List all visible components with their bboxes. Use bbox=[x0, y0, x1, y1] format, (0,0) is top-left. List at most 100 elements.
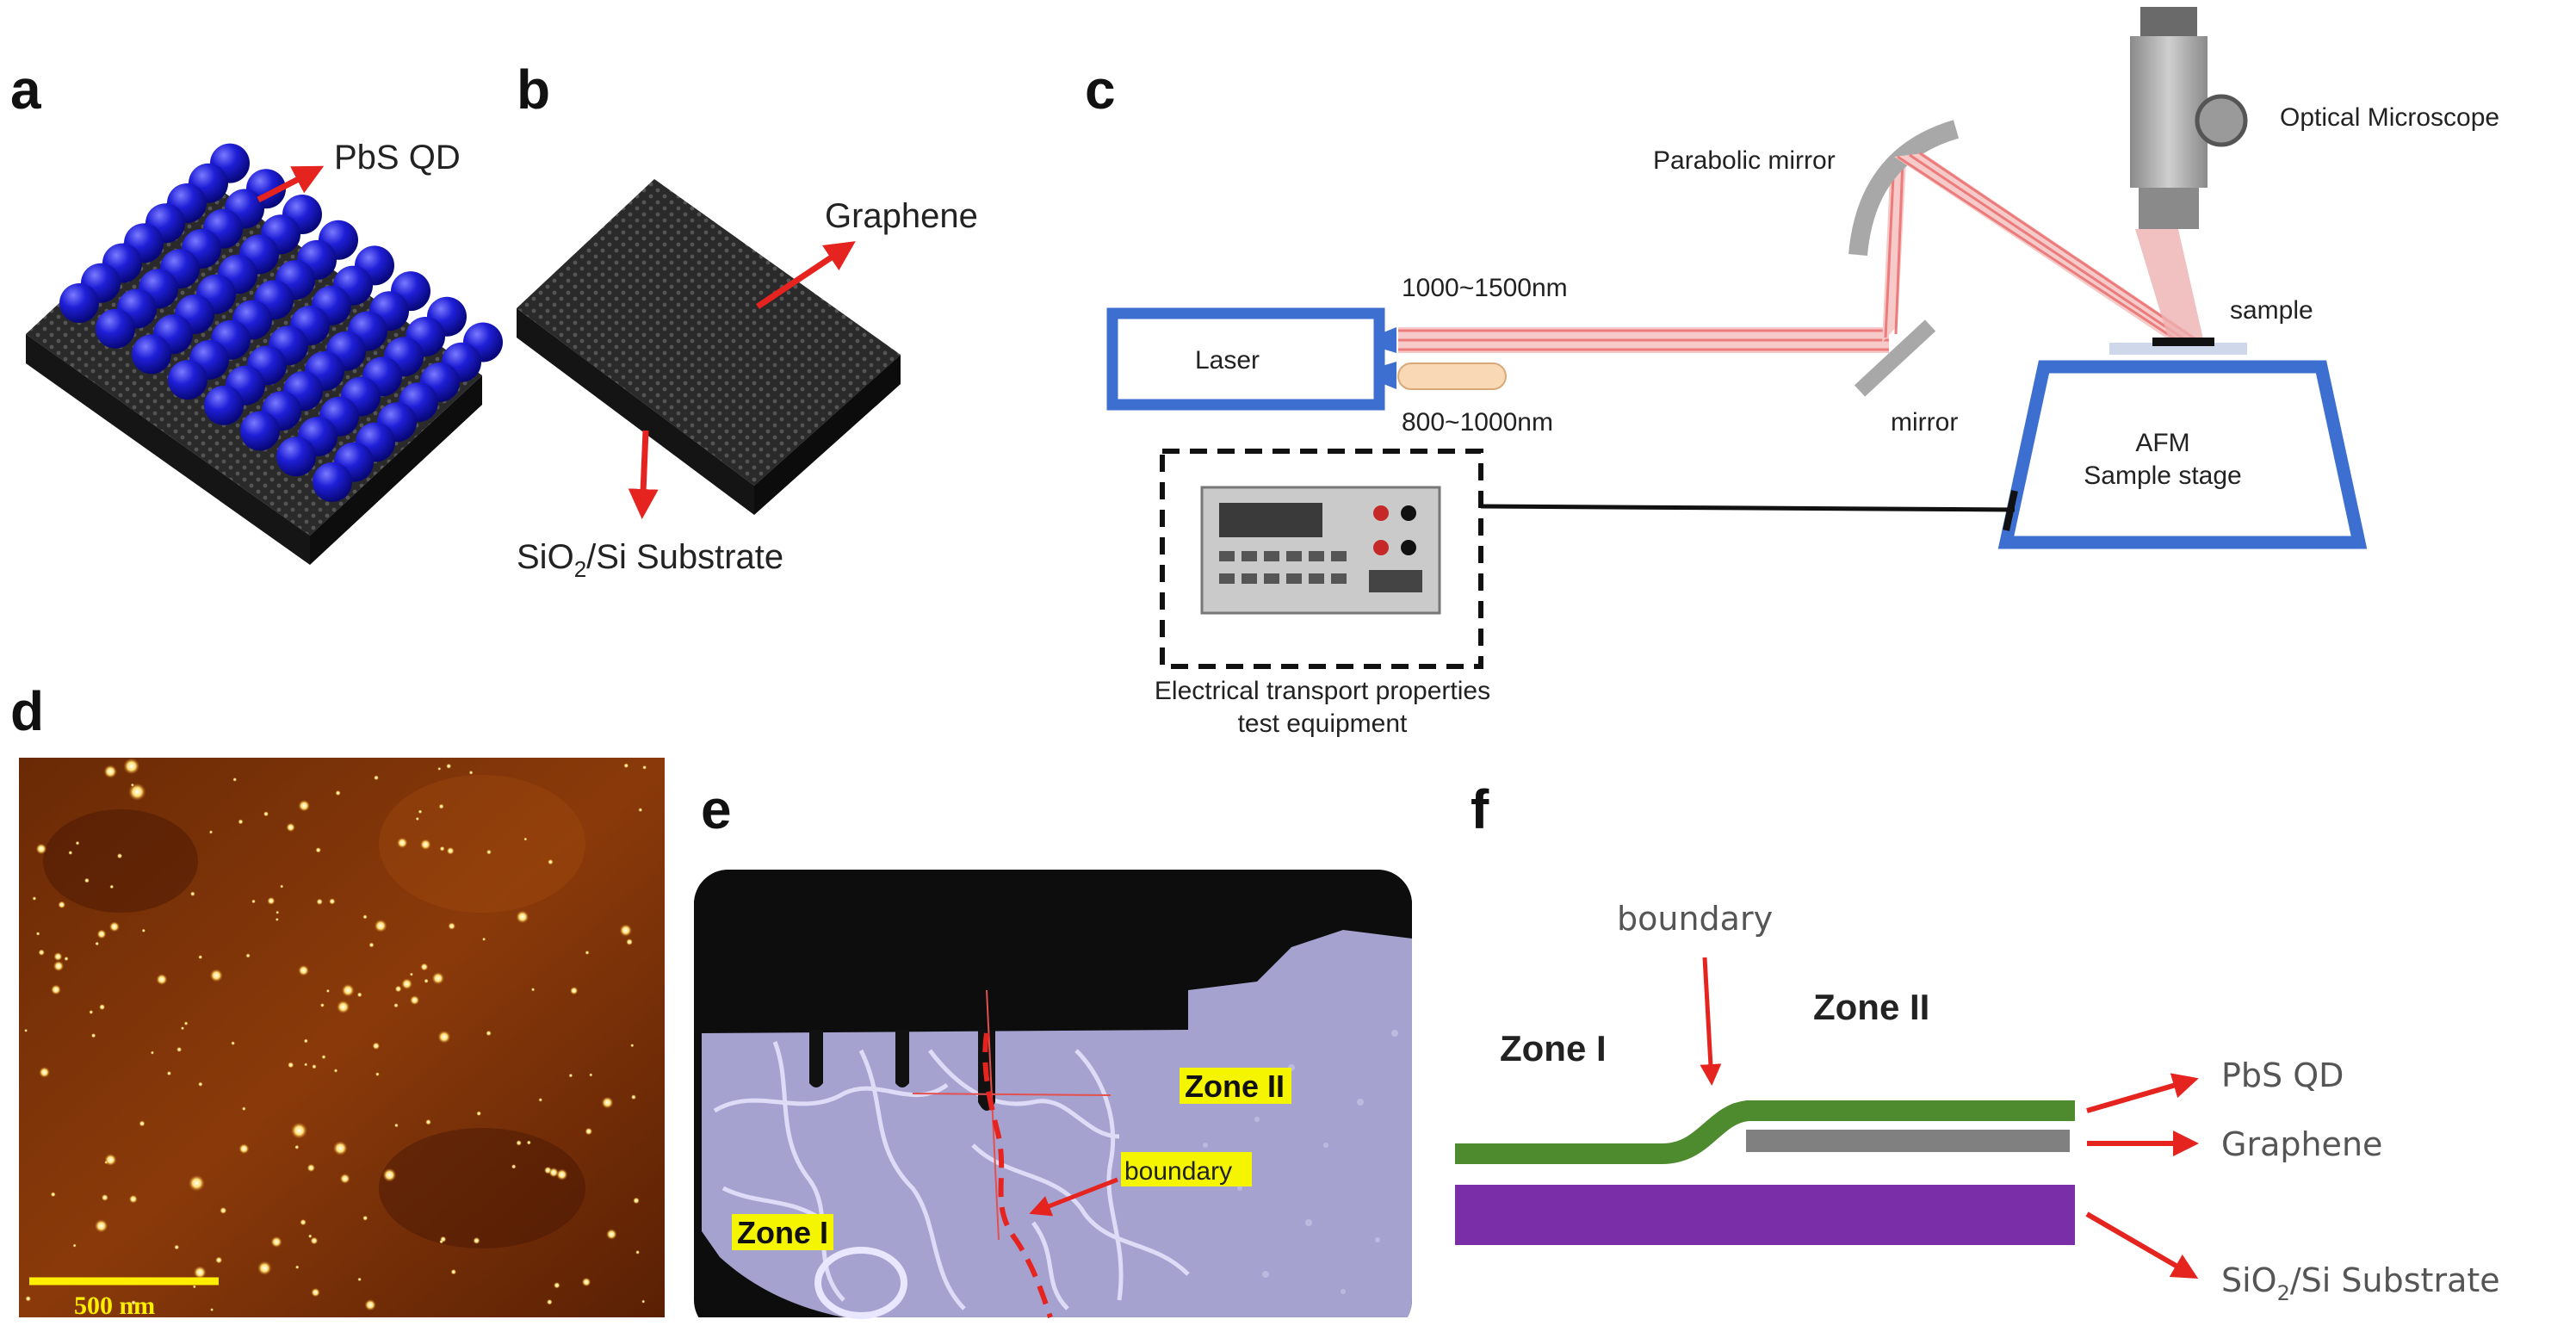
crosshair-h bbox=[912, 1093, 1112, 1096]
afm-particle bbox=[131, 1300, 137, 1305]
afm-particle bbox=[486, 849, 492, 855]
graphene-layer bbox=[1746, 1130, 2070, 1152]
afm-particle bbox=[548, 1168, 559, 1178]
afm-particle bbox=[53, 960, 65, 972]
pbs-arrow-f bbox=[2086, 1073, 2199, 1113]
afm-particle bbox=[183, 1021, 189, 1025]
afm-particle bbox=[24, 1028, 28, 1032]
quantum-dot bbox=[132, 334, 171, 375]
afm-particle bbox=[431, 971, 445, 985]
afm-particle bbox=[156, 973, 168, 986]
afm-particle bbox=[516, 910, 529, 924]
afm-particle bbox=[601, 1096, 614, 1109]
parabolic-mirror bbox=[1848, 120, 1960, 257]
panel-f: f boundary Zone I Zone II PbS QD Graphen… bbox=[1455, 778, 2500, 1305]
beam-up-edge-1 bbox=[1884, 158, 1896, 338]
pbs-label-f: PbS QD bbox=[2221, 1056, 2344, 1094]
afm-particle bbox=[72, 1243, 77, 1248]
substrate-label-f: SiO2/Si Substrate bbox=[2221, 1261, 2500, 1305]
afm-particle bbox=[286, 822, 295, 833]
graphene-label: Graphene bbox=[825, 197, 978, 235]
flat-mirror bbox=[1854, 319, 1936, 397]
afm-particle bbox=[394, 985, 402, 993]
afm-particle bbox=[310, 1236, 319, 1245]
afm-particle bbox=[589, 1073, 593, 1077]
afm-particle bbox=[448, 922, 456, 930]
afm-label-1: AFM bbox=[2135, 429, 2189, 457]
quantum-dot bbox=[59, 283, 99, 323]
afm-particle bbox=[319, 1003, 325, 1007]
quantum-dot bbox=[240, 411, 280, 451]
afm-particle bbox=[368, 942, 375, 948]
laser-port-2 bbox=[1379, 362, 1396, 389]
afm-particle bbox=[232, 778, 238, 782]
sample-piece bbox=[2152, 338, 2214, 346]
afm-particle bbox=[476, 1111, 482, 1117]
sample-surface bbox=[702, 930, 1412, 1317]
afm-particle bbox=[393, 1002, 399, 1008]
afm-particle bbox=[238, 819, 244, 825]
afm-particle bbox=[128, 783, 146, 801]
afm-particle bbox=[64, 956, 69, 962]
afm-particle bbox=[288, 1062, 294, 1069]
afm-particle bbox=[303, 1038, 308, 1044]
afm-particle bbox=[38, 949, 45, 956]
afm-particle bbox=[375, 1072, 380, 1076]
afm-particle bbox=[473, 1236, 480, 1244]
substrate-label: SiO2/Si Substrate bbox=[517, 538, 783, 582]
afm-particle bbox=[245, 953, 251, 958]
graphene-arrow bbox=[756, 241, 856, 309]
laser-label: Laser bbox=[1195, 346, 1260, 375]
beam-focus-edge-2 bbox=[1909, 153, 2193, 346]
panel-b: b Graphene SiO2/Si Substrate bbox=[517, 59, 978, 582]
crosshair-v bbox=[986, 989, 1000, 1241]
afm-particle bbox=[439, 1239, 443, 1244]
zone2-label-e: Zone II bbox=[1185, 1069, 1285, 1104]
graphene-sheet-front bbox=[517, 308, 754, 515]
afm-particle bbox=[290, 1122, 307, 1139]
afm-particle bbox=[276, 910, 280, 914]
substrate-layer bbox=[1455, 1185, 2075, 1245]
afm-particle bbox=[585, 1127, 593, 1136]
microscope-cap bbox=[2140, 7, 2197, 36]
afm-particle bbox=[109, 884, 115, 889]
afm-particle bbox=[257, 1261, 272, 1276]
afm-particle bbox=[372, 1042, 381, 1050]
afm-particle bbox=[641, 1299, 646, 1304]
afm-particle bbox=[35, 932, 40, 936]
afm-particle bbox=[108, 921, 120, 932]
boundary-highlight bbox=[1121, 1152, 1252, 1186]
panel-e: e bbox=[694, 778, 1412, 1319]
afm-particle bbox=[312, 1064, 317, 1069]
afm-particle bbox=[241, 1106, 246, 1112]
afm-particle bbox=[198, 955, 203, 960]
microscope-body bbox=[2130, 36, 2208, 188]
afm-particle bbox=[606, 1229, 617, 1240]
zone1-label-e: Zone I bbox=[737, 1215, 828, 1250]
microscope-label: Optical Microscope bbox=[2280, 103, 2499, 132]
instrument-display bbox=[1219, 503, 1322, 537]
afm-particle bbox=[94, 1219, 108, 1233]
afm-particle bbox=[419, 839, 431, 851]
afm-particle bbox=[437, 1030, 451, 1044]
afm-particle bbox=[267, 896, 276, 905]
probe-tip-2 bbox=[895, 1030, 909, 1087]
afm-particle bbox=[401, 978, 413, 990]
zone1-label-f: Zone I bbox=[1500, 1028, 1607, 1069]
wavelength-2: 800~1000nm bbox=[1402, 408, 1553, 437]
afm-particle bbox=[193, 1266, 207, 1279]
afm-particle bbox=[141, 928, 146, 933]
boundary-arrow-f bbox=[1700, 957, 1722, 1086]
afm-particles bbox=[24, 758, 647, 1312]
beam-from-microscope bbox=[2135, 229, 2204, 343]
afm-particle bbox=[511, 1164, 517, 1169]
afm-particle bbox=[50, 1192, 56, 1198]
instrument-buttons bbox=[1219, 505, 1422, 592]
afm-particle bbox=[35, 843, 47, 855]
zone2-label-f: Zone II bbox=[1813, 987, 1929, 1027]
afm-particle bbox=[638, 808, 643, 813]
afm-particle bbox=[315, 847, 322, 853]
afm-particle bbox=[523, 837, 528, 841]
afm-particle bbox=[556, 1168, 568, 1180]
